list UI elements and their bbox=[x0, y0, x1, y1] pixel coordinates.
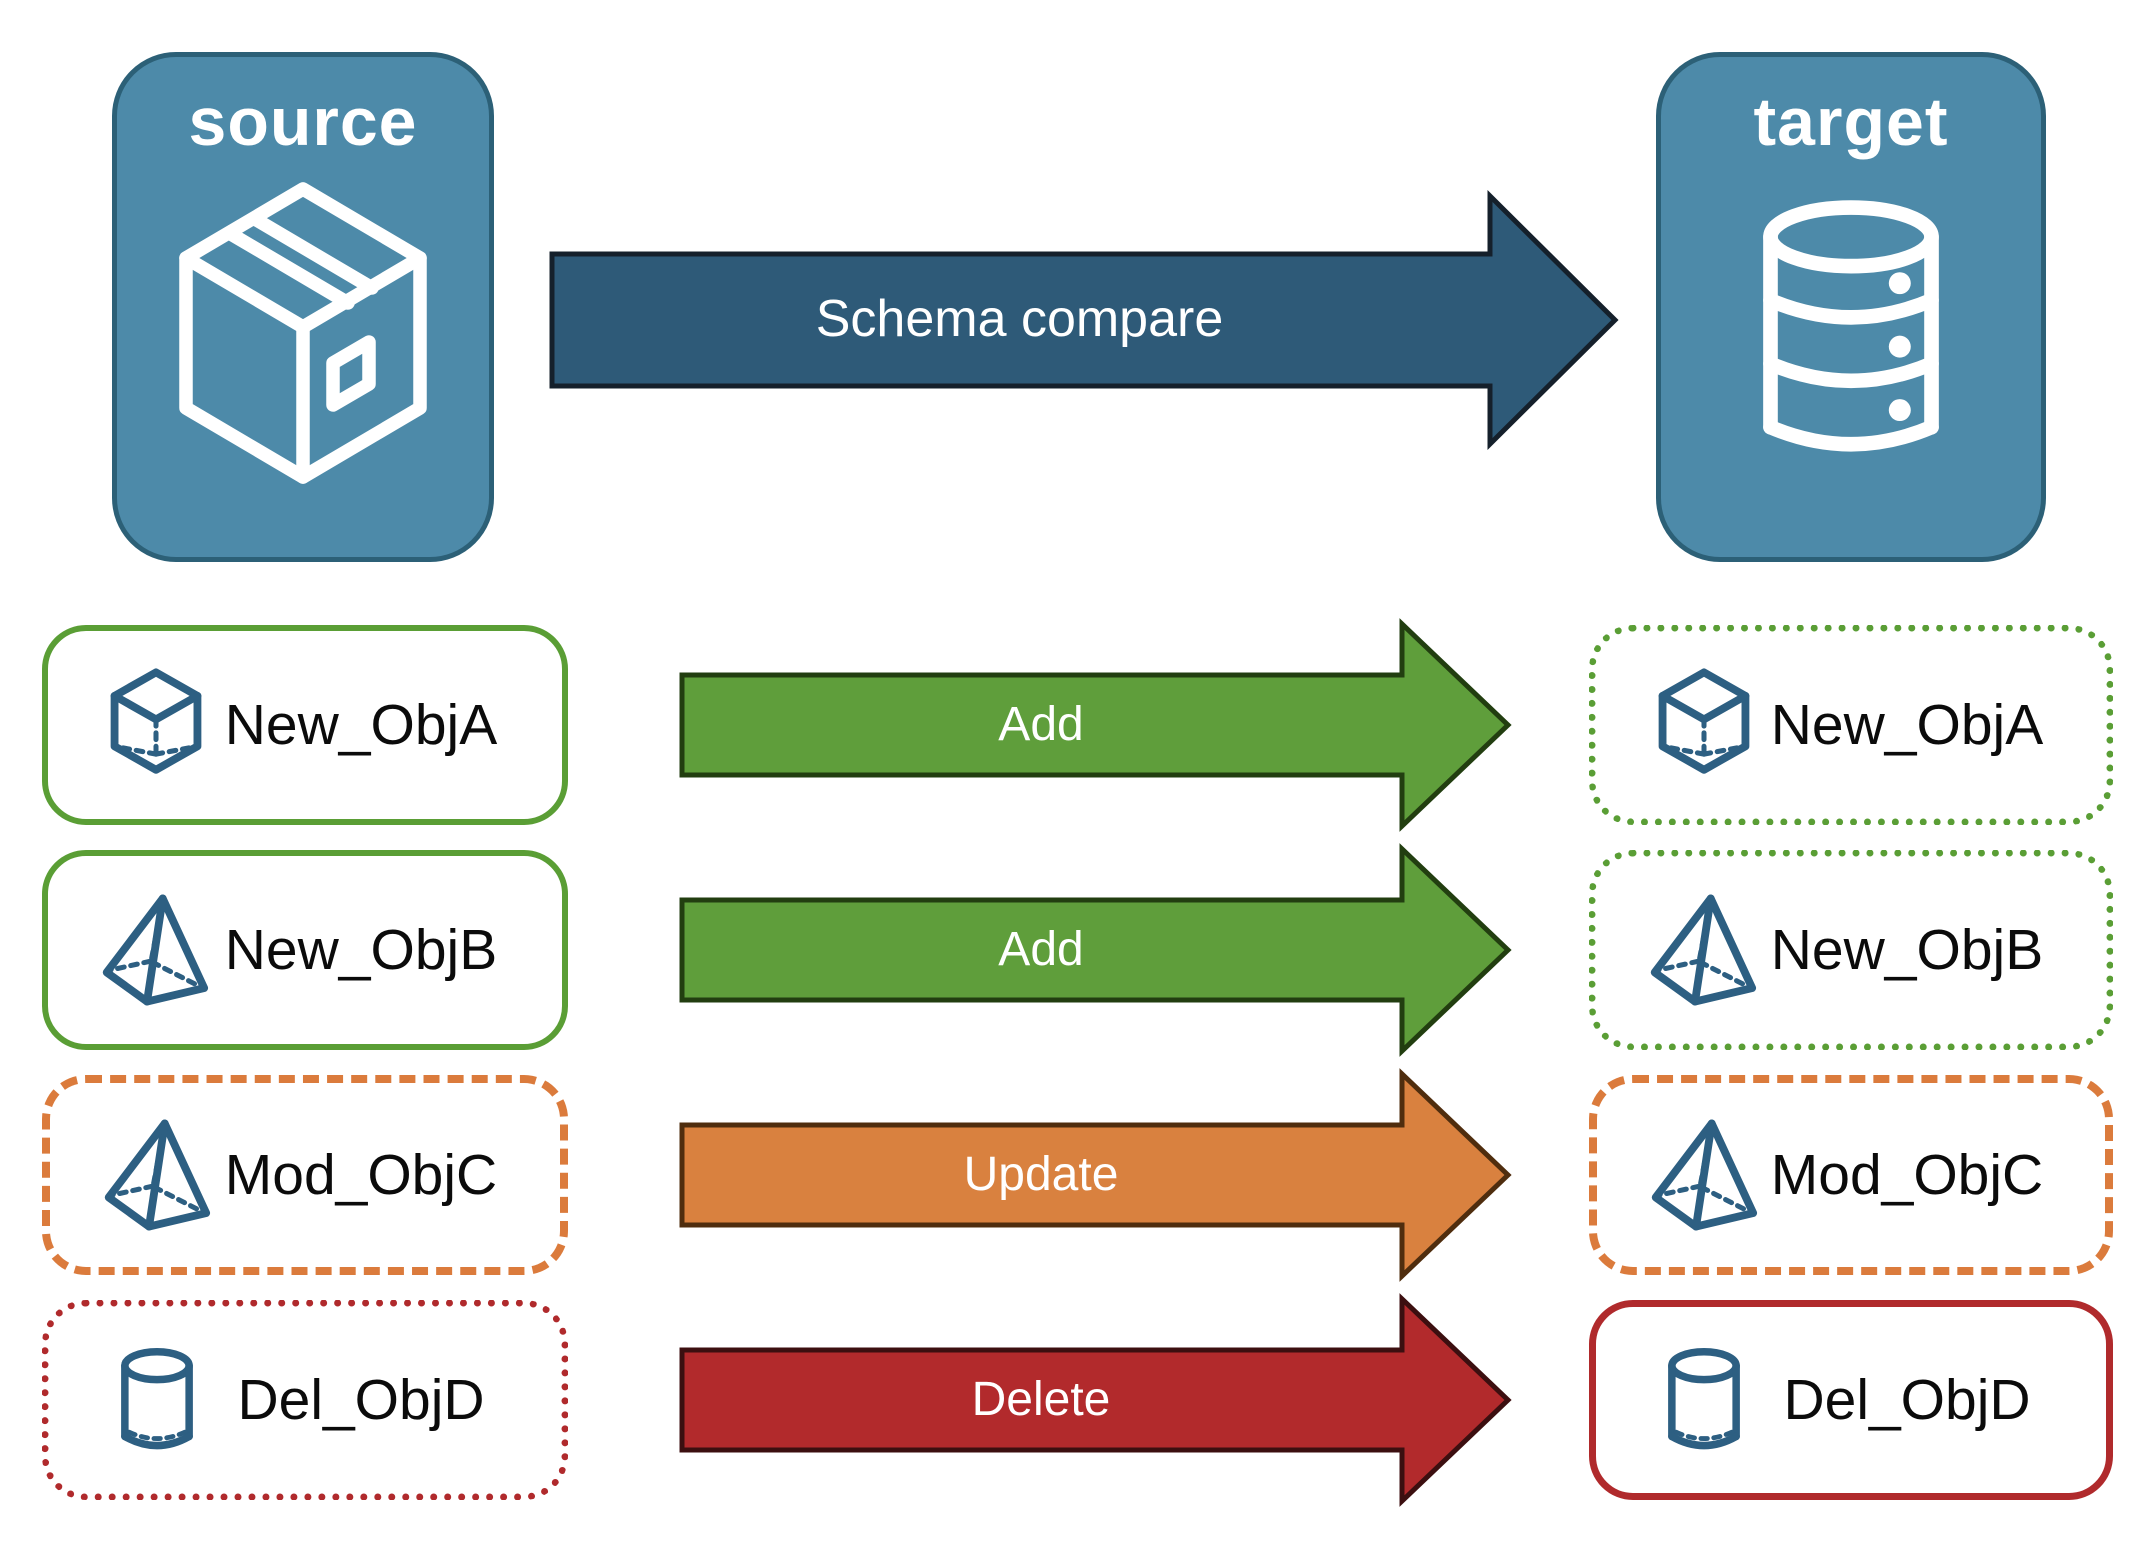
pyramid-icon bbox=[1650, 894, 1757, 1006]
cylinder-icon bbox=[1668, 1348, 1740, 1450]
source-object-box-new-obja: New_ObjA bbox=[42, 625, 568, 825]
source-object-label: Del_ObjD bbox=[237, 1368, 485, 1432]
target-panel-title: target bbox=[1753, 84, 1949, 160]
source-object-box-mod-objc: Mod_ObjC bbox=[42, 1075, 568, 1275]
schema-compare-arrow bbox=[549, 189, 1619, 451]
target-object-box-del-objd: Del_ObjD bbox=[1589, 1300, 2113, 1500]
pyramid-icon bbox=[102, 894, 209, 1006]
source-object-label: New_ObjB bbox=[224, 918, 498, 982]
cube-icon bbox=[110, 668, 202, 774]
target-panel: target bbox=[1656, 52, 2046, 562]
update-arrow-row3 bbox=[679, 1068, 1512, 1282]
target-object-label: New_ObjB bbox=[1770, 918, 2044, 982]
db-dot bbox=[1888, 399, 1911, 422]
source-panel-title: source bbox=[188, 84, 418, 160]
cube-icon bbox=[1658, 668, 1750, 774]
pyramid-icon bbox=[104, 1119, 211, 1231]
source-object-box-new-objb: New_ObjB bbox=[42, 850, 568, 1050]
db-dot bbox=[1888, 272, 1911, 295]
package-box-icon bbox=[179, 182, 427, 484]
target-object-label: Mod_ObjC bbox=[1770, 1143, 2044, 1207]
target-object-box-new-objb: New_ObjB bbox=[1589, 850, 2113, 1050]
source-object-label: New_ObjA bbox=[224, 693, 498, 757]
target-object-box-mod-objc: Mod_ObjC bbox=[1589, 1075, 2113, 1275]
delete-arrow-row4 bbox=[679, 1293, 1512, 1507]
db-dot bbox=[1888, 335, 1911, 358]
target-object-label: New_ObjA bbox=[1770, 693, 2044, 757]
source-object-label: Mod_ObjC bbox=[224, 1143, 498, 1207]
add-arrow-row2 bbox=[679, 843, 1512, 1057]
cylinder-icon bbox=[121, 1348, 193, 1450]
source-object-box-del-objd: Del_ObjD bbox=[42, 1300, 568, 1500]
database-icon bbox=[1763, 200, 1939, 452]
pyramid-icon bbox=[1651, 1119, 1758, 1231]
add-arrow-row1 bbox=[679, 618, 1512, 832]
target-object-label: Del_ObjD bbox=[1783, 1368, 2031, 1432]
source-panel: source bbox=[112, 52, 494, 562]
target-object-box-new-obja: New_ObjA bbox=[1589, 625, 2113, 825]
